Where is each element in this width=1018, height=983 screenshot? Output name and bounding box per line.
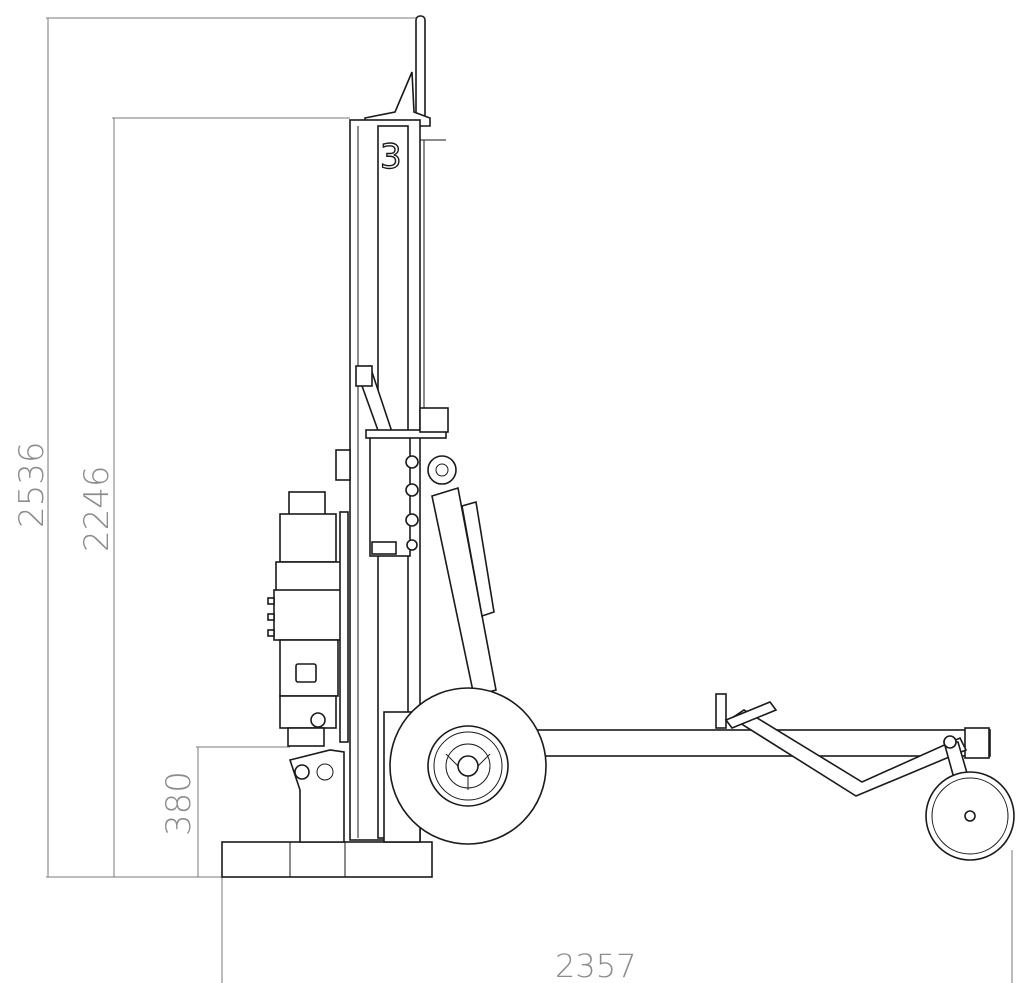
valve-fittings: [371, 455, 419, 555]
foot-bracket: [288, 749, 345, 843]
engine-switch: [295, 663, 317, 683]
cylinder-barrel: [431, 486, 497, 697]
foot-bracket-hole: [316, 763, 334, 781]
castor-wheel-inner: [931, 777, 1009, 855]
engine-mount-plate: [339, 511, 349, 743]
control-valve-block: [369, 435, 411, 557]
engine-assembly: [267, 491, 349, 747]
castor-wheel: [925, 735, 1015, 861]
cylinder-pivot-top-inner: [435, 463, 449, 477]
engine-main-block: [273, 589, 345, 641]
engine-housing: [275, 561, 343, 593]
engine-top-cap: [288, 491, 326, 517]
top-handle-rod: [415, 15, 426, 127]
valve-top-plate: [365, 429, 447, 439]
dim-total-length-label: 2357: [555, 947, 636, 983]
drawbar-end-cap: [964, 727, 990, 759]
side-box: [335, 449, 351, 481]
engine-bolts: [267, 597, 275, 637]
castor-pivot: [943, 735, 957, 749]
dim-column-height-label: 2246: [77, 465, 117, 552]
brand-logo-mark: 3: [380, 137, 402, 177]
dim-total-height-label: 2536: [12, 441, 52, 528]
hitch-plate: [724, 701, 778, 729]
drawbar: [519, 729, 991, 757]
main-wheel-spoke: [445, 753, 459, 767]
main-wheel-rim-ring: [433, 731, 503, 801]
engine-plug: [310, 712, 326, 728]
engine-base-block: [279, 695, 337, 729]
cylinder-pivot-top: [427, 455, 457, 485]
lever-grip: [355, 365, 373, 387]
main-wheel-hub: [457, 755, 479, 777]
engine-upper-block: [279, 513, 337, 563]
cylinder-sleeve: [461, 500, 495, 618]
hitch-post: [715, 693, 727, 729]
engine-foot: [287, 727, 325, 747]
main-wheel: [389, 687, 547, 845]
castor-axle: [964, 810, 976, 822]
foot-bracket-pin: [294, 764, 310, 780]
dim-base-height-label: 380: [159, 771, 199, 836]
wedge-plate: [419, 407, 449, 433]
dimension-lines: [46, 17, 1013, 983]
base-plate: [221, 841, 433, 878]
main-wheel-spoke-2: [477, 753, 491, 767]
machine: 3: [221, 15, 1015, 878]
hydraulic-cylinder: [431, 486, 497, 697]
